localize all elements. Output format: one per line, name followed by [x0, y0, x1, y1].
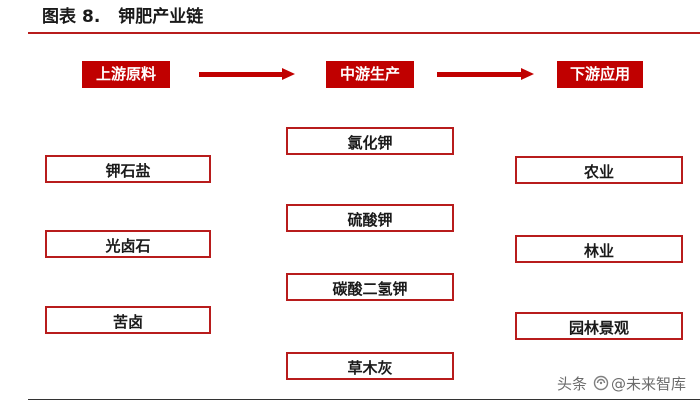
node-midstream-1: 氯化钾 — [286, 127, 454, 155]
header-midstream: 中游生产 — [326, 61, 414, 88]
arrow-head-icon — [521, 68, 534, 80]
header-upstream: 上游原料 — [82, 61, 170, 88]
figure-number: 8. — [82, 7, 101, 27]
arrow-shaft — [437, 72, 522, 77]
node-midstream-2: 硫酸钾 — [286, 204, 454, 232]
node-downstream-2: 林业 — [515, 235, 683, 263]
arrow-upstream-to-midstream — [199, 68, 295, 81]
node-upstream-2: 光卤石 — [45, 230, 211, 258]
figure-name: 钾肥产业链 — [118, 7, 204, 27]
figure-label: 图表 — [42, 7, 76, 27]
watermark-logo-icon — [591, 375, 611, 393]
node-downstream-3: 园林景观 — [515, 312, 683, 340]
arrow-head-icon — [282, 68, 295, 80]
node-midstream-3: 碳酸二氢钾 — [286, 273, 454, 301]
arrow-shaft — [199, 72, 283, 77]
watermark-prefix: 头条 — [556, 375, 587, 393]
figure-title: 图表 8. 钾肥产业链 — [42, 4, 203, 30]
arrow-midstream-to-downstream — [437, 68, 534, 81]
header-downstream: 下游应用 — [557, 61, 643, 88]
title-rule — [28, 32, 700, 34]
node-midstream-4: 草木灰 — [286, 352, 454, 380]
watermark: 头条 @未来智库 — [557, 373, 686, 394]
watermark-handle: @未来智库 — [610, 375, 686, 393]
node-downstream-1: 农业 — [515, 156, 683, 184]
bottom-rule — [28, 399, 700, 400]
node-upstream-3: 苦卤 — [45, 306, 211, 334]
node-upstream-1: 钾石盐 — [45, 155, 211, 183]
